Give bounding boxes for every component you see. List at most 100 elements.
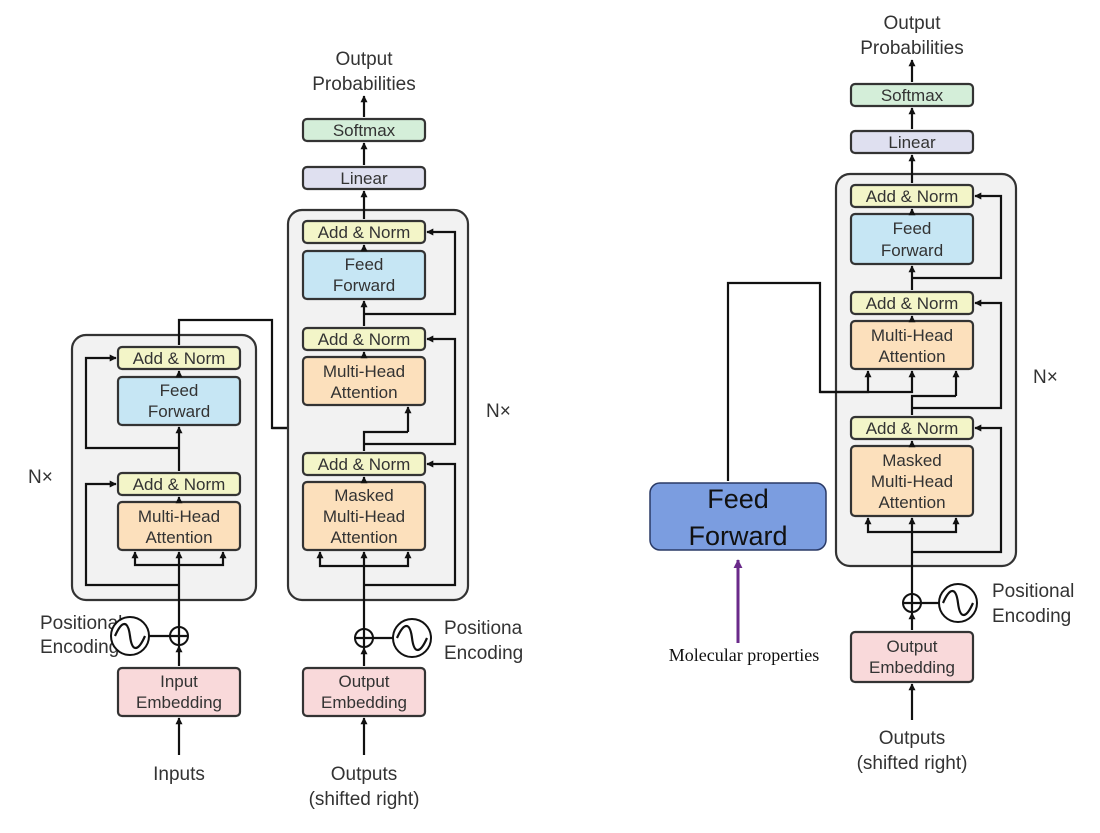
block-fill: [301, 326, 427, 352]
block-fill: [849, 290, 975, 316]
output-probabilities-line-2: Probabilities: [312, 74, 416, 95]
right-multi-head-attention: Multi-Head Attention: [849, 319, 975, 371]
decoder-add-norm-top-label: Add & Norm: [318, 223, 411, 242]
block-fill: [116, 471, 242, 497]
right-attention-line-2: Attention: [878, 347, 945, 366]
input-embedding: Input Embedding: [116, 666, 242, 718]
block-fill: [849, 82, 975, 108]
decoder-multi-head-attention: Multi-Head Attention: [301, 355, 427, 407]
right-masked-line-2: Multi-Head: [871, 472, 953, 491]
encoder-positional-encoding-line-1: Positional: [40, 613, 122, 634]
block-fill: [116, 666, 242, 718]
encoder-frame: [70, 333, 258, 602]
right-input-label-line-1: Outputs: [879, 728, 946, 749]
right-diagram: N× Add & Norm Feed Forward Add & Norm Mu…: [649, 13, 1074, 774]
output-embedding-line-1: Output: [338, 672, 389, 691]
right-add-norm-bottom: Add & Norm: [849, 415, 975, 441]
decoder-attention-line-2: Attention: [330, 383, 397, 402]
linear-block: Linear: [301, 165, 427, 191]
right-masked-attention: Masked Multi-Head Attention: [849, 444, 975, 518]
block-fill: [301, 666, 427, 718]
linear-label: Linear: [340, 169, 388, 188]
decoder-input-label-line-1: Outputs: [331, 764, 398, 785]
block-fill: [301, 451, 427, 477]
right-linear-label: Linear: [888, 133, 936, 152]
right-linear-block: Linear: [849, 129, 975, 155]
encoder-multi-head-attention: Multi-Head Attention: [116, 500, 242, 552]
encoder-feed-forward: Feed Forward: [116, 375, 242, 427]
decoder-feed-forward-line-2: Forward: [333, 276, 395, 295]
right-add-norm-top: Add & Norm: [849, 183, 975, 209]
decoder-positional-encoding-line-1: Positiona: [444, 618, 523, 639]
input-embedding-line-2: Embedding: [136, 693, 222, 712]
right-positional-encoding-line-1: Positional: [992, 581, 1074, 602]
decoder-masked-line-3: Attention: [330, 528, 397, 547]
decoder-add-norm-top: Add & Norm: [301, 219, 427, 245]
decoder-attention-line-1: Multi-Head: [323, 362, 405, 381]
block-fill: [649, 482, 827, 551]
decoder-add-norm-bottom: Add & Norm: [301, 451, 427, 477]
decoder-add-norm-mid: Add & Norm: [301, 326, 427, 352]
molecular-properties-label: Molecular properties: [669, 645, 819, 665]
decoder-positional-encoding-line-2: Encoding: [444, 643, 523, 664]
decoder-masked-attention: Masked Multi-Head Attention: [301, 480, 427, 552]
new-feed-forward-line-1: Feed: [707, 484, 769, 514]
output-embedding: Output Embedding: [301, 666, 427, 718]
new-feed-forward: Feed Forward: [649, 482, 827, 551]
encoder-attention-line-2: Attention: [145, 528, 212, 547]
block-fill: [849, 129, 975, 155]
decoder-feed-forward-line-1: Feed: [345, 255, 384, 274]
right-nx-label: N×: [1033, 367, 1058, 388]
block-fill: [301, 219, 427, 245]
right-softmax-block: Softmax: [849, 82, 975, 108]
right-feed-forward-line-2: Forward: [881, 241, 943, 260]
right-softmax-label: Softmax: [881, 86, 944, 105]
encoder-add-norm-bottom: Add & Norm: [116, 471, 242, 497]
right-masked-line-1: Masked: [882, 451, 942, 470]
softmax-label: Softmax: [333, 121, 396, 140]
right-feed-forward-line-1: Feed: [893, 219, 932, 238]
encoder-add-norm-top-label: Add & Norm: [133, 349, 226, 368]
left-diagram: N× Add & Norm Feed Forward Add & Norm Mu…: [28, 49, 554, 810]
right-output-embedding-line-2: Embedding: [869, 658, 955, 677]
encoder-feed-forward-line-1: Feed: [160, 381, 199, 400]
right-output-embedding-line-1: Output: [886, 637, 937, 656]
right-feed-forward: Feed Forward: [849, 212, 975, 266]
softmax-block: Softmax: [301, 117, 427, 143]
right-masked-line-3: Attention: [878, 493, 945, 512]
decoder-feed-forward: Feed Forward: [301, 249, 427, 301]
block-fill: [849, 415, 975, 441]
right-add-norm-mid: Add & Norm: [849, 290, 975, 316]
encoder-add-norm-top: Add & Norm: [116, 345, 242, 371]
input-embedding-line-1: Input: [160, 672, 198, 691]
decoder-add-norm-bottom-label: Add & Norm: [318, 455, 411, 474]
right-output-probabilities-line-1: Output: [883, 13, 941, 34]
right-add-norm-top-label: Add & Norm: [866, 187, 959, 206]
right-output-embedding: Output Embedding: [849, 630, 975, 684]
right-output-probabilities-line-2: Probabilities: [860, 38, 964, 59]
encoder-nx-label: N×: [28, 467, 53, 488]
decoder-nx-label: N×: [486, 401, 511, 422]
decoder-masked-line-1: Masked: [334, 486, 394, 505]
block-fill: [301, 117, 427, 143]
encoder-attention-line-1: Multi-Head: [138, 507, 220, 526]
encoder-feed-forward-line-2: Forward: [148, 402, 210, 421]
encoder-input-label: Inputs: [153, 764, 205, 785]
new-feed-forward-line-2: Forward: [688, 521, 787, 551]
right-positional-encoding-line-2: Encoding: [992, 606, 1071, 627]
block-fill: [301, 165, 427, 191]
right-attention-line-1: Multi-Head: [871, 326, 953, 345]
block-fill: [116, 345, 242, 371]
block-fill: [849, 183, 975, 209]
right-input-label-line-2: (shifted right): [857, 753, 968, 774]
output-probabilities-line-1: Output: [335, 49, 393, 70]
encoder-positional-encoding-line-2: Encoding: [40, 637, 119, 658]
right-add-norm-mid-label: Add & Norm: [866, 294, 959, 313]
decoder-add-norm-mid-label: Add & Norm: [318, 330, 411, 349]
right-add-norm-bottom-label: Add & Norm: [866, 419, 959, 438]
decoder-masked-line-2: Multi-Head: [323, 507, 405, 526]
block-fill: [849, 630, 975, 684]
output-embedding-line-2: Embedding: [321, 693, 407, 712]
decoder-input-label-line-2: (shifted right): [309, 789, 420, 810]
